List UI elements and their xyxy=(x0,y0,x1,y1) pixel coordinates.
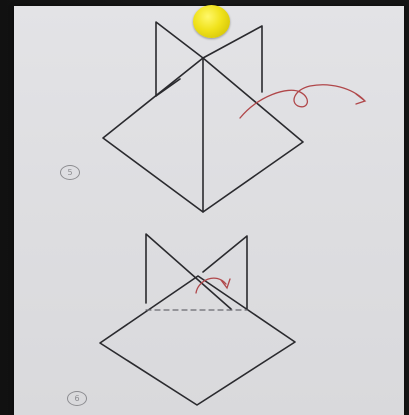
fig5-turn-arrow xyxy=(240,85,365,118)
fig5-arrow-stem xyxy=(240,85,364,118)
pushpin-icon xyxy=(193,5,230,38)
fig6-right-flap xyxy=(203,236,247,309)
fig6-base-square xyxy=(100,276,295,405)
step-label-6: 6 xyxy=(67,391,87,406)
figure-6 xyxy=(100,234,295,405)
fig5-left-flap-edge xyxy=(156,79,180,96)
fig6-left-flap xyxy=(146,234,231,309)
figure-5 xyxy=(103,22,303,212)
fig5-left-flap xyxy=(156,22,203,96)
step-label-5: 5 xyxy=(60,165,80,180)
